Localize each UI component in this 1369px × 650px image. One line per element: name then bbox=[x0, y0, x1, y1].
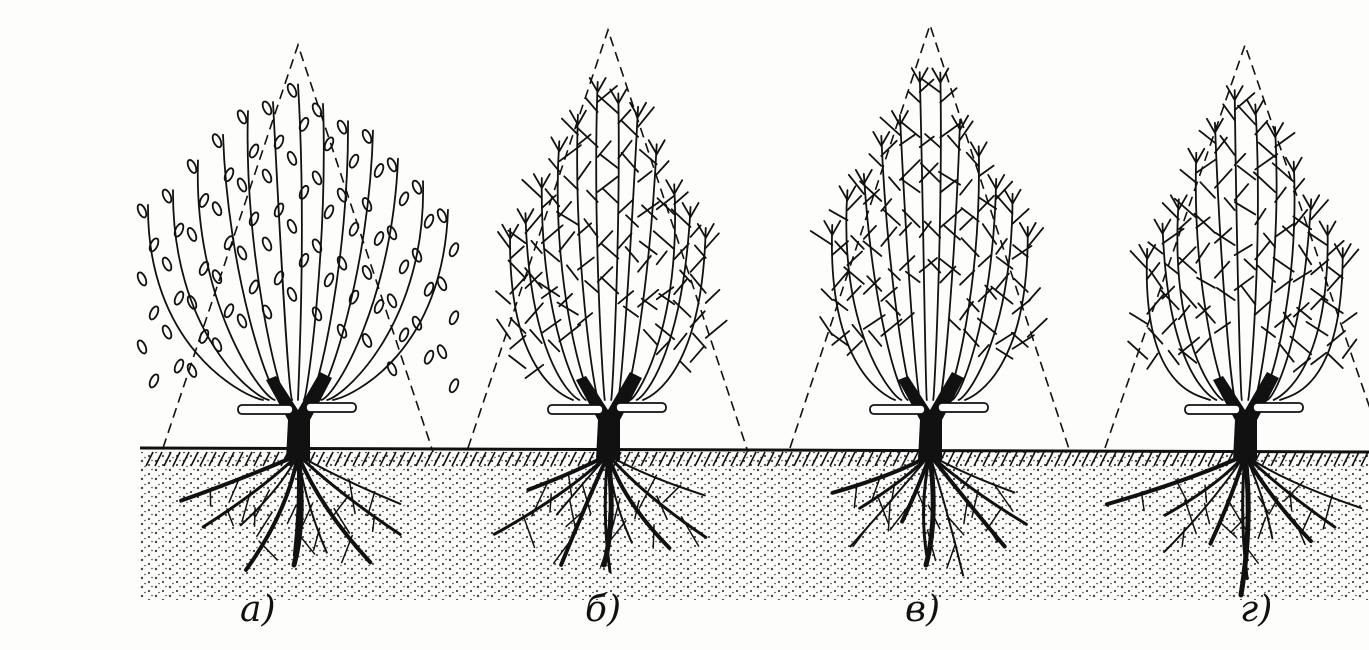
panel-label-b: б) bbox=[585, 592, 621, 628]
shoots bbox=[136, 83, 460, 400]
panel-label-v: в) bbox=[905, 592, 940, 628]
shoots bbox=[1128, 86, 1358, 400]
soil-layer bbox=[140, 448, 1369, 600]
trunk bbox=[898, 372, 964, 460]
shoots bbox=[496, 78, 727, 400]
panel-label-g: г) bbox=[1240, 592, 1272, 628]
panel-label-a: а) bbox=[240, 592, 276, 628]
shoots bbox=[811, 68, 1047, 400]
